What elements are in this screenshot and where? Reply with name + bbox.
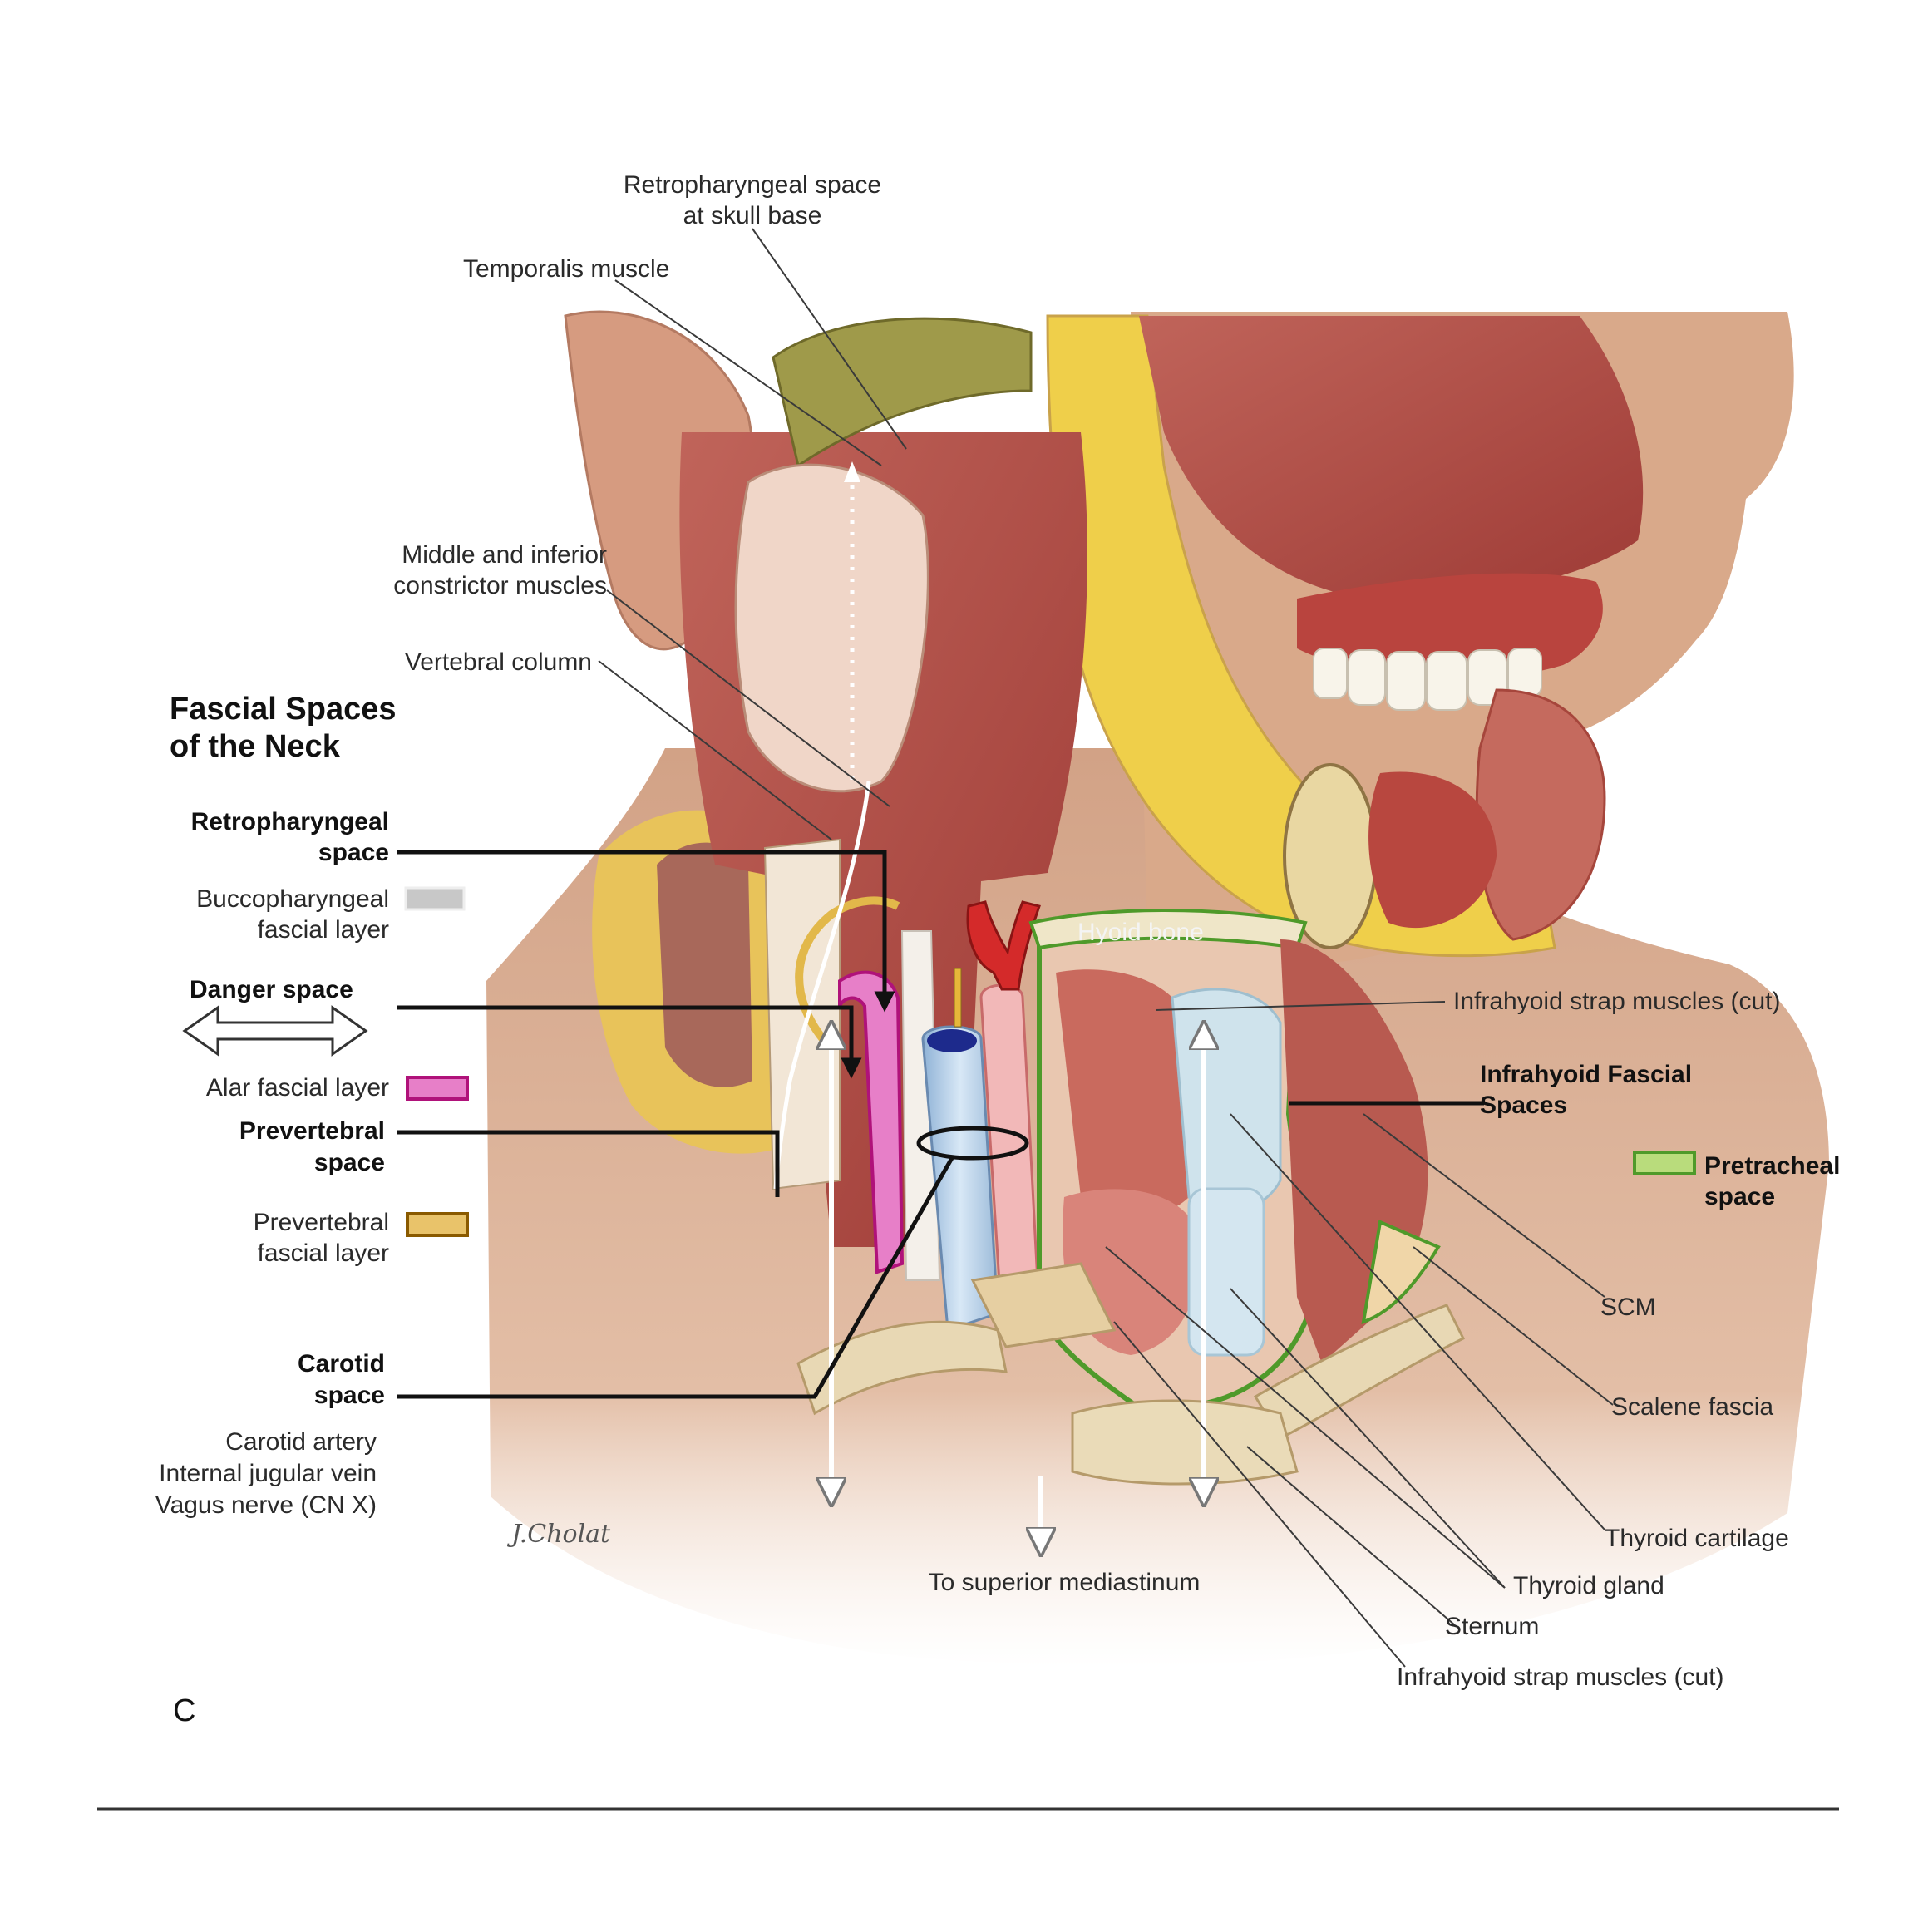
- legend-buccopharyngeal-2: fascial layer: [258, 916, 389, 944]
- legend-danger-space: Danger space: [190, 976, 353, 1003]
- label-infrahyoid-strap-bottom: Infrahyoid strap muscles (cut): [1397, 1663, 1723, 1691]
- diagram-title-1: Fascial Spaces: [170, 692, 397, 727]
- carotid-bifurcation: [966, 900, 1041, 991]
- label-superior-mediastinum: To superior mediastinum: [929, 1569, 1201, 1596]
- legend-alar: Alar fascial layer: [206, 1074, 389, 1102]
- label-thyroid-cartilage: Thyroid cartilage: [1605, 1525, 1789, 1552]
- skull-base: [772, 317, 1033, 468]
- label-retropharyngeal-skull-base-2: at skull base: [683, 202, 822, 229]
- vertebral-section: [734, 463, 929, 793]
- label-infrahyoid-strap-top: Infrahyoid strap muscles (cut): [1453, 988, 1780, 1015]
- sternum: [1071, 1399, 1299, 1486]
- legend-pretracheal-2: space: [1704, 1183, 1775, 1210]
- teeth: [1313, 648, 1542, 711]
- label-retropharyngeal-skull-base-1: Retropharyngeal space: [624, 171, 881, 199]
- legend-infrahyoid-2: Spaces: [1480, 1092, 1567, 1119]
- prevertebral-fascia-arc: [795, 896, 900, 1042]
- carotid-ring: [916, 1126, 1029, 1161]
- posterior-muscle: [657, 842, 752, 1087]
- leader-lines: [598, 228, 1614, 1668]
- vagus-nerve: [954, 968, 962, 1028]
- legend-infrahyoid-1: Infrahyoid Fascial: [1480, 1061, 1692, 1088]
- strap-muscles-cut: [970, 1262, 1117, 1348]
- prevertebral-swatch: [406, 1212, 469, 1237]
- label-scalene-fascia: Scalene fascia: [1611, 1393, 1773, 1421]
- hyoid-bone: [1028, 909, 1308, 950]
- thyroid-cartilage: [1171, 988, 1282, 1213]
- retropharyngeal-arrow-up: [844, 461, 860, 482]
- legend-carotid-contents-1: Carotid artery: [225, 1428, 377, 1456]
- label-thyroid-gland: Thyroid gland: [1513, 1572, 1664, 1599]
- danger-space-double-arrow: [182, 1005, 368, 1057]
- legend-carotid-space-2: space: [314, 1382, 385, 1409]
- scalene-fascia-strip: [1361, 1220, 1441, 1324]
- artist-signature: J.Cholat: [506, 1520, 611, 1549]
- legend-prevertebral-space-1: Prevertebral: [239, 1117, 385, 1145]
- alar-fascia: [838, 970, 905, 1274]
- alar-swatch: [406, 1076, 469, 1101]
- legend-prevertebral-layer-2: fascial layer: [258, 1240, 389, 1267]
- label-vertebral-column: Vertebral column: [405, 648, 592, 676]
- label-constrictors-1: Middle and inferior: [402, 541, 607, 569]
- neck-illustration: [486, 310, 1829, 1667]
- strap-muscles: [1056, 969, 1189, 1216]
- ijv-lumen: [927, 1029, 977, 1052]
- label-temporalis: Temporalis muscle: [463, 255, 669, 283]
- label-constrictors-2: constrictor muscles: [393, 572, 607, 599]
- trachea: [1187, 1187, 1265, 1357]
- label-scm: SCM: [1600, 1294, 1656, 1321]
- buccopharyngeal-swatch: [404, 886, 466, 911]
- legend-carotid-contents-2: Internal jugular vein: [159, 1460, 377, 1487]
- legend-prevertebral-layer-1: Prevertebral: [254, 1209, 389, 1236]
- clavicle-right: [1253, 1304, 1466, 1440]
- pretracheal-swatch: [1633, 1151, 1696, 1175]
- facial-muscles: [1139, 316, 1644, 599]
- legend-retropharyngeal-1: Retropharyngeal: [191, 808, 389, 835]
- legend-prevertebral-space-2: space: [314, 1149, 385, 1176]
- panel-letter: C: [173, 1693, 195, 1728]
- labels: Retropharyngeal space at skull base Temp…: [155, 171, 1841, 1728]
- label-hyoid-bone: Hyoid bone: [1077, 919, 1204, 946]
- pointer-lines: [397, 850, 1484, 1399]
- clavicle-left: [796, 1320, 1008, 1416]
- legend-retropharyngeal-2: space: [318, 839, 389, 866]
- diagram-title-2: of the Neck: [170, 729, 341, 764]
- legend-carotid-space-1: Carotid: [298, 1350, 385, 1378]
- legend-buccopharyngeal-1: Buccopharyngeal: [196, 885, 389, 913]
- legend-pretracheal-1: Pretracheal: [1704, 1152, 1840, 1180]
- label-sternum: Sternum: [1445, 1613, 1539, 1640]
- legend-carotid-contents-3: Vagus nerve (CN X): [155, 1491, 377, 1519]
- tongue: [1368, 771, 1497, 929]
